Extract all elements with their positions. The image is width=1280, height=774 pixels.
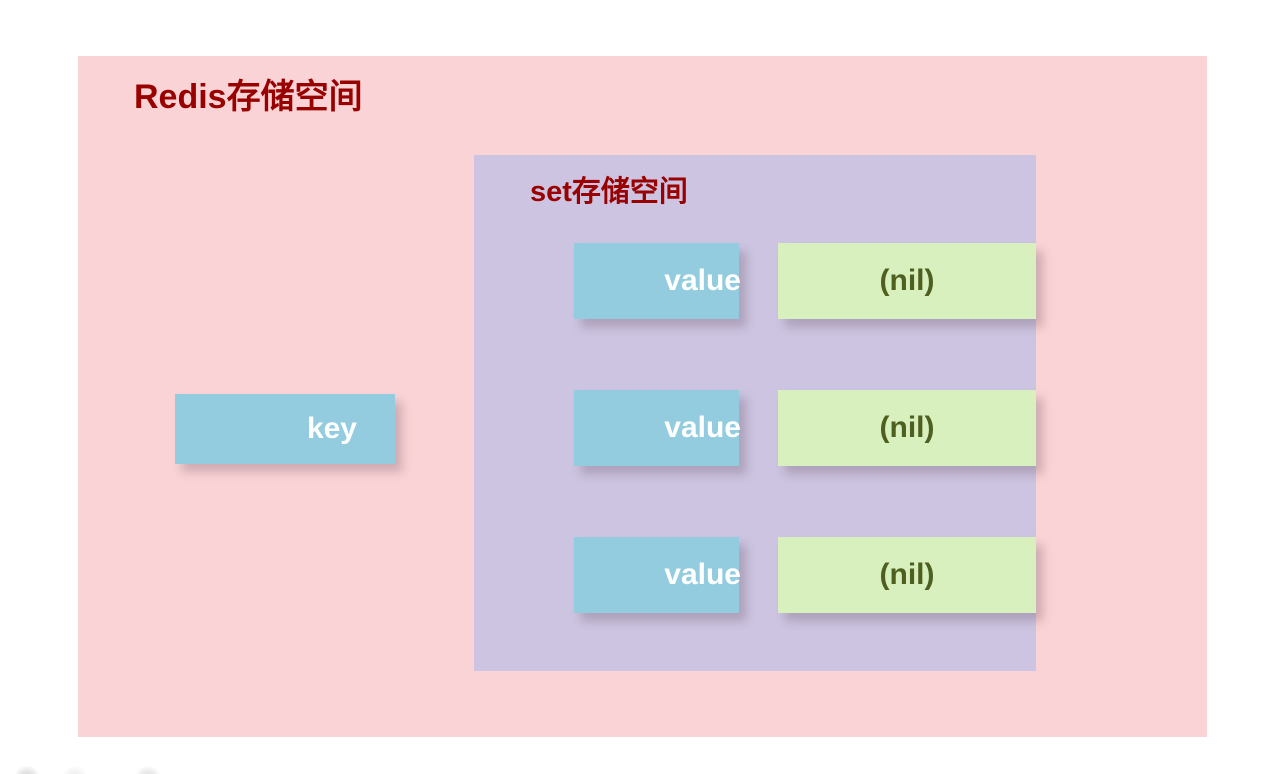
value-box: value	[574, 390, 741, 466]
ellipse-shadow-icon	[135, 766, 161, 774]
nil-box: (nil)	[778, 390, 1036, 466]
key-box: key	[175, 394, 395, 464]
nil-box-label: (nil)	[879, 558, 935, 591]
value-box: value	[574, 243, 741, 319]
value-box-label: value	[664, 411, 741, 444]
nil-box: (nil)	[778, 537, 1036, 613]
nil-box: (nil)	[778, 243, 1036, 319]
value-box-label: value	[664, 264, 741, 297]
ellipse-shadow-icon	[62, 766, 88, 774]
redis-storage-title: Redis存储空间	[134, 78, 363, 116]
key-box-label: key	[306, 412, 357, 445]
set-storage-container: set存储空间 value (nil) value (nil) value (n…	[474, 155, 1036, 671]
ellipse-shadow-icon	[14, 766, 40, 774]
clipped-decoration-row	[0, 766, 1280, 774]
value-box-label: value	[664, 558, 741, 591]
nil-box-label: (nil)	[879, 264, 935, 297]
redis-storage-container: Redis存储空间 key set存储空间 value (nil) value …	[78, 56, 1207, 737]
value-box: value	[574, 537, 741, 613]
set-storage-title: set存储空间	[530, 176, 688, 208]
nil-box-label: (nil)	[879, 411, 935, 444]
